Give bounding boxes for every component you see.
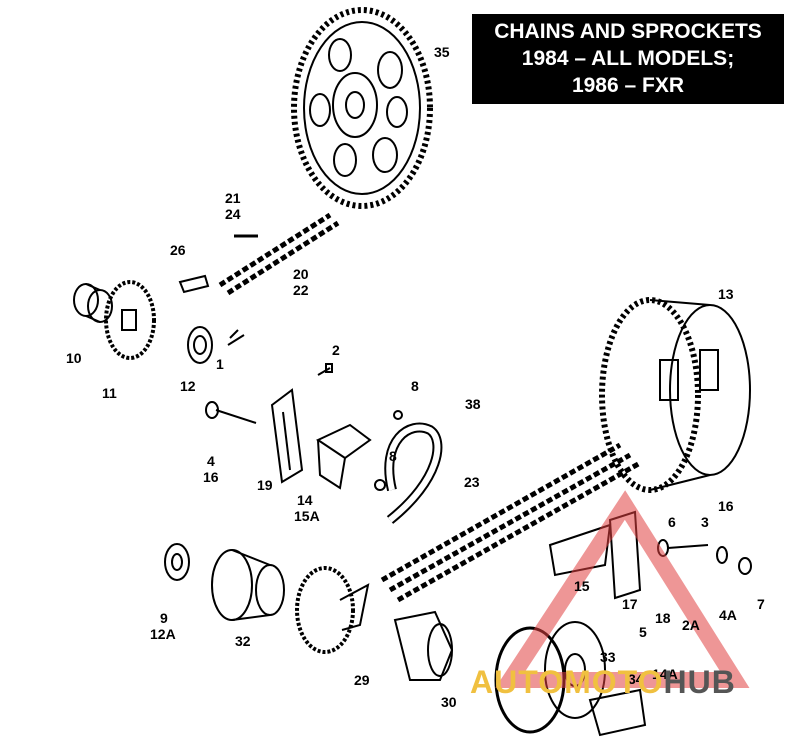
callout-8-lower: 8 bbox=[389, 448, 397, 464]
watermark-text: AUTOMOTOHUB bbox=[470, 664, 736, 701]
callout-6: 6 bbox=[668, 514, 676, 530]
bolt-3 bbox=[657, 539, 709, 557]
callout-19: 19 bbox=[257, 477, 273, 493]
primary-chain-23 bbox=[380, 442, 642, 603]
callout-18: 18 bbox=[655, 610, 671, 626]
callout-22: 22 bbox=[293, 282, 309, 298]
hub-32 bbox=[211, 549, 285, 621]
drive-chain-20 bbox=[218, 212, 340, 296]
callout-29: 29 bbox=[354, 672, 370, 688]
callout-23: 23 bbox=[464, 474, 480, 490]
callout-16a: 16 bbox=[203, 469, 219, 485]
adjuster-shoe-19 bbox=[270, 388, 304, 484]
bolt-34 bbox=[588, 688, 647, 737]
callout-10: 10 bbox=[66, 350, 82, 366]
callout-35: 35 bbox=[434, 44, 450, 60]
callout-21: 21 bbox=[225, 190, 241, 206]
hose-38 bbox=[374, 410, 443, 524]
callout-8-upper: 8 bbox=[411, 378, 419, 394]
callout-12a: 12A bbox=[150, 626, 176, 642]
washer-9 bbox=[164, 543, 190, 581]
screw-1 bbox=[227, 329, 245, 346]
callout-33: 33 bbox=[600, 649, 616, 665]
watermark-part-2: HUB bbox=[663, 664, 736, 700]
extension-30 bbox=[393, 610, 454, 681]
callout-14: 14 bbox=[297, 492, 313, 508]
clutch-shell-13 bbox=[599, 297, 751, 493]
callout-11: 11 bbox=[102, 385, 117, 401]
bracket-14 bbox=[315, 423, 372, 490]
callout-15: 15 bbox=[574, 578, 590, 594]
rear-sprocket-35 bbox=[291, 7, 433, 209]
connecting-link-26 bbox=[178, 274, 210, 294]
washer-4a bbox=[716, 546, 728, 564]
callout-12: 12 bbox=[180, 378, 196, 394]
title-line-1: CHAINS AND SPROCKETS bbox=[494, 20, 762, 43]
callout-20: 20 bbox=[293, 266, 309, 282]
watermark-part-1: AUTOMOTO bbox=[470, 664, 664, 700]
callout-13: 13 bbox=[718, 286, 734, 302]
callout-14a: 14A bbox=[652, 666, 678, 682]
callout-4a: 4A bbox=[719, 607, 737, 623]
watermark-triangle bbox=[495, 490, 750, 688]
engine-sprocket-29 bbox=[295, 566, 370, 654]
callout-7: 7 bbox=[757, 596, 765, 612]
title-line-3: 1986 – FXR bbox=[571, 74, 685, 97]
callout-9: 9 bbox=[160, 610, 168, 626]
nut-7 bbox=[738, 557, 752, 575]
callout-38: 38 bbox=[465, 396, 481, 412]
callout-1: 1 bbox=[216, 356, 224, 372]
callout-2a: 2A bbox=[682, 617, 700, 633]
callout-2: 2 bbox=[332, 342, 340, 358]
callout-24: 24 bbox=[225, 206, 241, 222]
callout-17: 17 bbox=[622, 596, 638, 612]
callout-30: 30 bbox=[441, 694, 457, 710]
callout-32: 32 bbox=[235, 633, 251, 649]
callout-26: 26 bbox=[170, 242, 186, 258]
callout-4: 4 bbox=[207, 453, 215, 469]
callout-5: 5 bbox=[639, 624, 647, 640]
callout-34: 34 bbox=[628, 671, 644, 687]
title-line-2: 1984 – ALL MODELS; bbox=[521, 47, 735, 70]
callout-15a: 15A bbox=[294, 508, 320, 524]
shoe-15 bbox=[548, 523, 612, 577]
spacer-10 bbox=[73, 283, 113, 323]
diagram-title: CHAINS AND SPROCKETS 1984 – ALL MODELS; … bbox=[472, 14, 784, 104]
transmission-sprocket-11 bbox=[104, 280, 156, 360]
callout-16b: 16 bbox=[718, 498, 734, 514]
screw-2 bbox=[317, 363, 333, 376]
lockplate-12 bbox=[187, 326, 213, 364]
callout-3: 3 bbox=[701, 514, 709, 530]
bolt-4 bbox=[205, 401, 257, 424]
